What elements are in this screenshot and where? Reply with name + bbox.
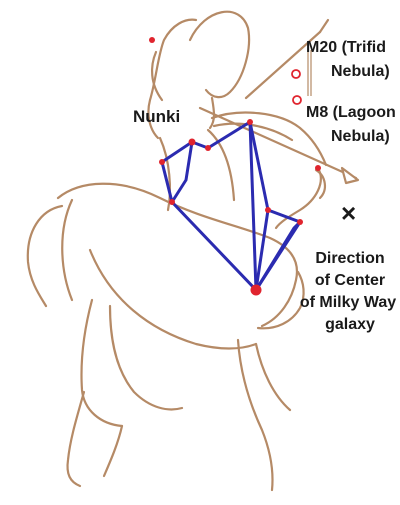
arrow-shaft [198,106,358,180]
star [247,119,253,125]
nebula-markers [291,69,302,105]
arrow-head [340,166,360,185]
horse-tail [26,204,64,308]
star [205,145,211,151]
m8-marker [292,95,302,105]
constellation-lines [160,119,303,295]
bow-hand [314,168,326,200]
front-leg-raised [256,270,305,330]
direction-label-line4: galaxy [325,316,375,333]
star [297,219,303,225]
constellation-leg [254,208,270,292]
direction-label-line3: of Milky Way [299,294,397,311]
centaur-figure [26,10,360,492]
star [169,199,175,205]
centaur-back [158,136,172,212]
star [159,159,165,165]
nebula-pointers [307,50,312,96]
staff [244,30,322,100]
front-leg-2 [254,342,292,412]
front-leg-1 [236,338,274,492]
rear-leg-3 [66,390,86,488]
stars [149,37,321,296]
star-nunki [188,138,196,146]
centaur-hair [147,18,198,140]
centaur-arm-front [210,111,328,167]
star [149,37,155,43]
nunki-label: Nunki [133,107,181,126]
bow [274,166,322,230]
horse-tail-inner [61,198,74,302]
centaur-head [188,10,251,99]
constellation-inner [170,140,194,204]
m20-label-line2: Nebula) [331,63,390,80]
rear-leg-1 [80,298,124,428]
centaur-chest [206,128,236,202]
star-kaus-australis [250,284,262,296]
galactic-center-marker: × [341,198,357,228]
direction-label-line2: of Center [314,272,386,289]
constellation-spine [248,120,302,295]
constellation-outline [160,119,303,293]
rear-hoof [102,424,124,478]
rear-leg-2 [108,304,184,411]
m20-marker [291,69,301,79]
staff-tip [318,18,330,34]
horse-belly [88,248,258,350]
centaur-arm-front-inner [212,122,294,142]
centaur-arm-back [150,50,164,102]
m8-label-line1: M8 (Lagoon [306,104,396,121]
m20-label-line1: M20 (Trifid [306,39,387,56]
star [265,207,271,213]
m8-label-line2: Nebula) [331,128,390,145]
direction-label-line1: Direction [315,250,385,267]
star [315,165,321,171]
